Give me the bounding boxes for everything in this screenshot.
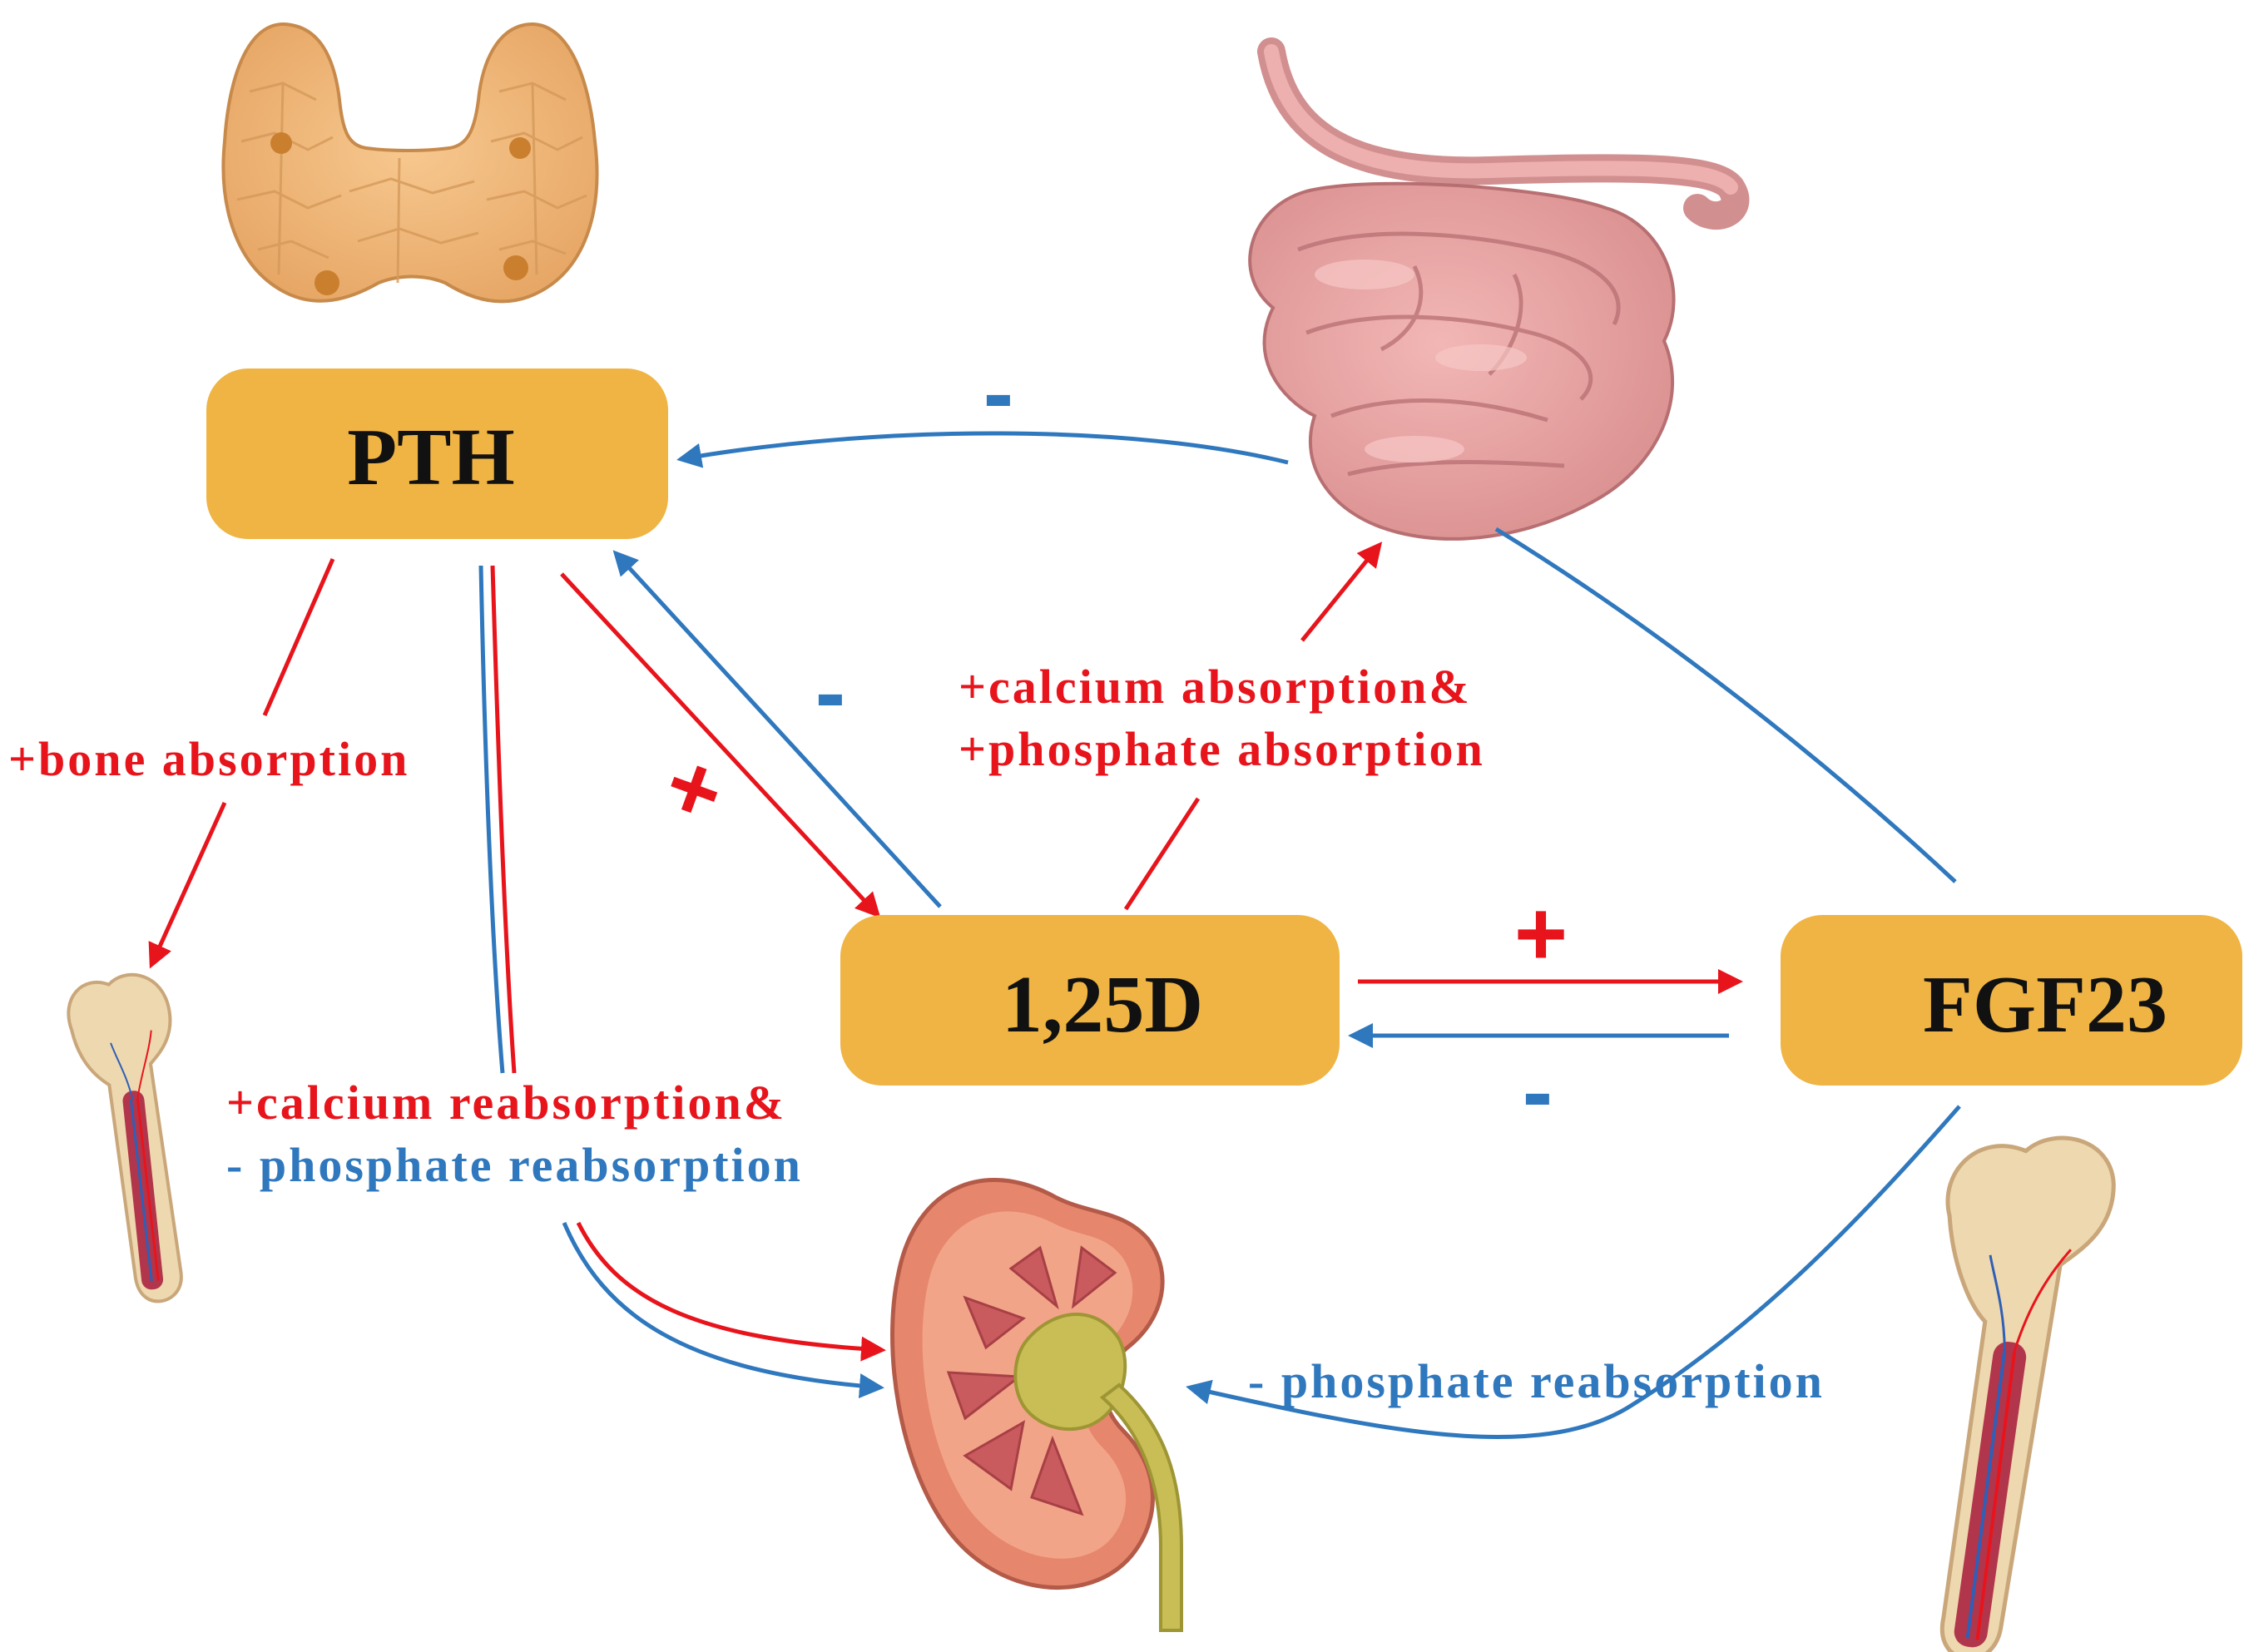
- intestine-illustration: [1248, 37, 1750, 541]
- sign-fgf23-to-vitd: -: [1523, 1041, 1553, 1143]
- node-vitd: 1,25D: [840, 915, 1340, 1086]
- annotation-fgf23-kidney: - phosphate reabsorption: [1248, 1354, 1825, 1408]
- line-fgf23-to-intestine: [1494, 527, 1957, 883]
- node-vitd-label: 1,25D: [1002, 960, 1203, 1050]
- arrow-pth-to-kidney-blue: [478, 565, 880, 1387]
- bone-right-illustration: [1939, 1135, 2116, 1652]
- thyroid-illustration: [221, 22, 599, 304]
- sign-vitd-to-fgf23: +: [1514, 883, 1568, 985]
- arrow-fgf23-to-kidney: [1186, 1105, 1961, 1440]
- arrow-pth-to-kidney-red: [490, 565, 882, 1350]
- bone-left-illustration: [67, 972, 183, 1303]
- arrow-pth-to-bone: [151, 558, 335, 965]
- sign-intestine-to-pth: -: [983, 342, 1014, 444]
- arrow-vitd-to-intestine: [1123, 545, 1380, 911]
- sign-pth-to-vitd: +: [651, 731, 736, 846]
- node-pth-label: PTH: [347, 413, 514, 502]
- annotation-kidney-line2: - phosphate reabsorption: [226, 1138, 803, 1192]
- node-pth: PTH: [206, 368, 668, 539]
- annotation-intestine-line1: +calcium absorption&: [959, 660, 1472, 714]
- annotation-bone-absorption: +bone absorption: [8, 732, 409, 786]
- annotation-intestine-line2: +phosphate absorption: [959, 722, 1485, 776]
- node-fgf23-label: FGF23: [1923, 960, 2167, 1050]
- sign-vitd-to-pth: -: [815, 641, 846, 744]
- arrow-pth-to-vitd: [560, 572, 881, 918]
- arrow-vitd-to-pth: [612, 550, 942, 908]
- arrow-intestine-to-pth: [676, 431, 1289, 468]
- annotation-kidney-line1: +calcium reabsorption&: [226, 1076, 786, 1130]
- kidney-illustration: [890, 1178, 1183, 1632]
- node-fgf23: FGF23: [1781, 915, 2242, 1086]
